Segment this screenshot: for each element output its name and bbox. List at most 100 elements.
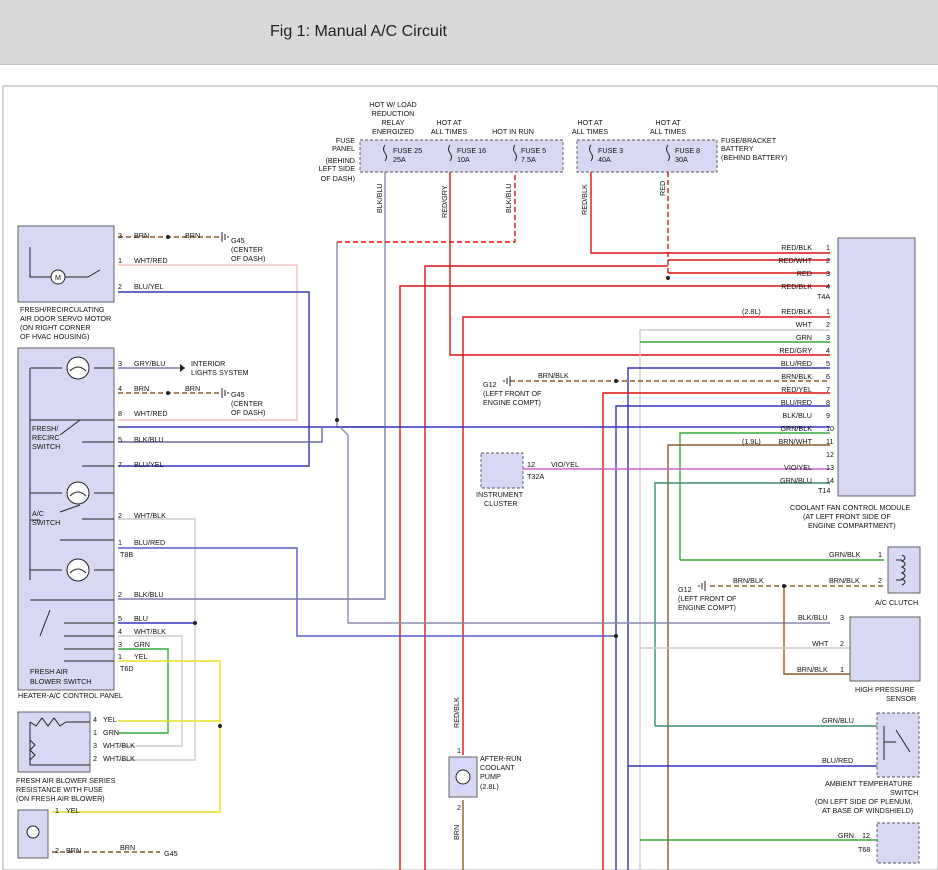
wire-grn-panel (118, 648, 169, 734)
figure-header: Fig 1: Manual A/C Circuit (0, 0, 938, 65)
svg-text:RECIRC: RECIRC (32, 433, 60, 442)
svg-text:RED/BLK: RED/BLK (452, 697, 461, 728)
svg-text:BATTERY: BATTERY (721, 144, 754, 153)
module-pin-note: (1.9L) (742, 437, 761, 446)
diagram-frame (2, 85, 938, 870)
fuse-wire-labels: BLK/BLU RED/GRY BLK/BLU RED/BLK RED (375, 181, 667, 218)
svg-text:BLU/RED: BLU/RED (134, 538, 165, 547)
module-pin-number: 1 (826, 307, 830, 316)
module-pin-wire: RED/GRY (779, 346, 812, 355)
servo-motor-box (17, 225, 115, 303)
module-pin-wire: BLU/RED (781, 359, 812, 368)
svg-text:ENGINE COMPT): ENGINE COMPT) (678, 603, 736, 612)
svg-text:BRN/BLK: BRN/BLK (829, 576, 860, 585)
module-pin-wire: WHT (796, 320, 813, 329)
g45-ground: G45 (CENTER OF DASH) (221, 232, 265, 263)
module-pin-wire: RED/BLK (781, 243, 812, 252)
fuse-panel-label: FUSE PANEL (BEHIND LEFT SIDE OF DASH) (319, 136, 355, 183)
wire-blk-blu-fuse5-dashed (337, 172, 516, 243)
module-pin-number: 3 (826, 269, 830, 278)
wire-blk-blu-panel (118, 427, 386, 600)
svg-text:BRN: BRN (185, 231, 200, 240)
svg-text:GRN: GRN (134, 640, 150, 649)
svg-text:BLK/BLU: BLK/BLU (798, 613, 828, 622)
svg-text:10A: 10A (457, 155, 470, 164)
resistor-box (17, 711, 91, 773)
module-pin-wire: GRN (796, 333, 812, 342)
svg-text:BRN/BLK: BRN/BLK (733, 576, 764, 585)
wire-wht-red (118, 264, 298, 421)
svg-text:HOT AT: HOT AT (577, 118, 603, 127)
svg-text:SWITCH: SWITCH (32, 518, 60, 527)
svg-text:CLUSTER: CLUSTER (484, 499, 518, 508)
bottom-right-box (876, 822, 920, 864)
ac-clutch-coil-icon (896, 554, 906, 586)
svg-text:BRN: BRN (185, 384, 200, 393)
svg-text:1: 1 (118, 538, 122, 547)
svg-text:AMBIENT TEMPERATURE: AMBIENT TEMPERATURE (825, 779, 913, 788)
module-pin-wire: GRN/BLK (780, 424, 812, 433)
svg-text:T4A: T4A (817, 292, 830, 301)
module-pin-wire: RED/YEL (781, 385, 812, 394)
pump-label: AFTER-RUN COOLANT PUMP (2.8L) RED/BLK 1 … (452, 697, 522, 840)
svg-text:2: 2 (118, 590, 122, 599)
svg-text:BRN: BRN (66, 846, 81, 855)
wire-yel (52, 660, 221, 813)
svg-text:T32A: T32A (527, 472, 544, 481)
svg-text:4: 4 (93, 715, 97, 724)
svg-text:BLK/BLU: BLK/BLU (375, 183, 384, 213)
svg-text:HOT AT: HOT AT (436, 118, 462, 127)
module-pin-number: 8 (826, 398, 830, 407)
module-pin-number: 4 (826, 282, 830, 291)
svg-text:1: 1 (878, 550, 882, 559)
svg-text:GRN/BLU: GRN/BLU (822, 716, 854, 725)
svg-text:8: 8 (118, 409, 122, 418)
wire-brn-wht (667, 444, 830, 870)
svg-text:4: 4 (118, 627, 122, 636)
svg-text:GRN: GRN (838, 831, 854, 840)
svg-text:BLOWER SWITCH: BLOWER SWITCH (30, 677, 92, 686)
svg-text:YEL: YEL (103, 715, 117, 724)
module-pin-number: 2 (826, 320, 830, 329)
svg-text:FUSE 5: FUSE 5 (521, 146, 546, 155)
svg-text:COOLANT FAN CONTROL MODULE: COOLANT FAN CONTROL MODULE (790, 503, 910, 512)
svg-text:5: 5 (118, 435, 122, 444)
wire-blu-yel (118, 291, 310, 467)
ambient-switch-symbol (883, 726, 911, 760)
module-pin-number: 11 (826, 437, 833, 446)
module-pin-number: 5 (826, 359, 830, 368)
svg-text:FRESH/: FRESH/ (32, 424, 58, 433)
svg-text:5: 5 (118, 614, 122, 623)
wire-blu-red (627, 367, 830, 870)
module-pin-note: (2.8L) (742, 307, 761, 316)
fuse-panel-box (359, 139, 564, 173)
module-pin-number: 14 (826, 476, 834, 485)
svg-text:ENGINE COMPT): ENGINE COMPT) (483, 398, 541, 407)
fuse-bracket-label: FUSE/BRACKET BATTERY (BEHIND BATTERY) (721, 136, 787, 162)
wire-wht-blk-2 (118, 635, 183, 747)
recirc-switch-label: FRESH/ RECIRC SWITCH (32, 424, 60, 451)
svg-text:BRN: BRN (120, 843, 135, 852)
svg-text:VIO/YEL: VIO/YEL (551, 460, 579, 469)
module-pin-number: 1 (826, 243, 830, 252)
svg-text:GRN: GRN (103, 728, 119, 737)
wire-wht-blk (118, 518, 196, 761)
resistor-label: FRESH AIR BLOWER SERIES RESISTANCE WITH … (16, 776, 116, 803)
wire-red-gry (449, 172, 830, 356)
svg-text:FRESH/RECIRCULATING: FRESH/RECIRCULATING (20, 305, 105, 314)
g45-bottom-label: G45 (164, 849, 178, 858)
svg-text:ALL TIMES: ALL TIMES (431, 127, 468, 136)
module-pin-wire: RED/BLK (781, 282, 812, 291)
svg-text:2: 2 (118, 511, 122, 520)
svg-text:RED/GRY: RED/GRY (440, 185, 449, 218)
wire-red-blk-fuse3 (590, 172, 830, 254)
svg-text:FUSE 8: FUSE 8 (675, 146, 700, 155)
wire-brn-blk-hp (783, 586, 850, 675)
svg-text:REDUCTION: REDUCTION (372, 109, 415, 118)
